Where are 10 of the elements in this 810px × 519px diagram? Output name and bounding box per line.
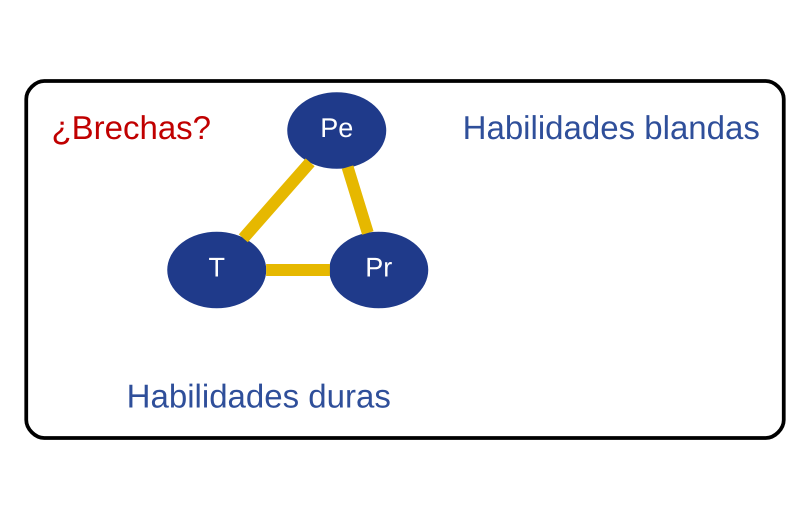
node-ellipse: Pr [329, 232, 428, 308]
label: ¿Brechas? [51, 108, 212, 146]
label: Habilidades duras [126, 377, 391, 414]
connector [266, 264, 330, 276]
node-label: Habilidades blandas [462, 108, 760, 146]
cluster [24, 79, 786, 440]
connector [238, 158, 315, 242]
connector [342, 165, 374, 235]
node-ellipse: T [167, 232, 266, 308]
node-ellipse: Pe [287, 92, 386, 169]
